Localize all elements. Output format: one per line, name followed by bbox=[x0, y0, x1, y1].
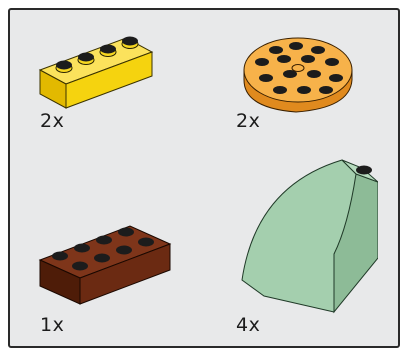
sand-green-curved-slope-icon bbox=[238, 146, 378, 314]
quantity-label: 4x bbox=[236, 314, 260, 336]
part-item-yellow-brick bbox=[38, 32, 154, 110]
part-item-orange-round-plate bbox=[236, 32, 358, 118]
brown-2x4-brick-icon bbox=[36, 216, 174, 306]
quantity-label: 1x bbox=[40, 314, 64, 336]
orange-round-plate-icon bbox=[236, 32, 358, 118]
quantity-label: 2x bbox=[236, 110, 260, 132]
part-item-sand-green-slope bbox=[238, 146, 378, 314]
yellow-1x4-brick-icon bbox=[38, 32, 154, 110]
part-item-brown-brick bbox=[36, 216, 174, 306]
quantity-label: 2x bbox=[40, 110, 64, 132]
parts-list-panel: 2x bbox=[8, 8, 400, 348]
